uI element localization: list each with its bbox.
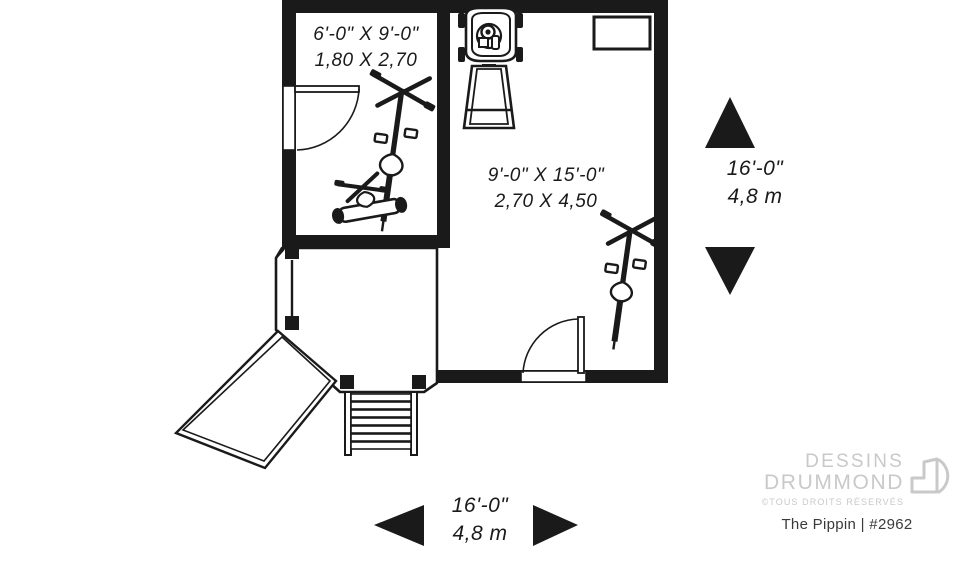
width-imperial: 16'-0"	[451, 494, 509, 517]
bicycle-upright-icon	[599, 209, 662, 350]
plan-caption: The Pippin | #2962	[781, 516, 913, 533]
height-imperial: 16'-0"	[726, 157, 784, 180]
room-b-contents	[458, 6, 662, 383]
workbench-icon	[592, 15, 652, 51]
porch-post	[285, 245, 299, 259]
height-metric: 4,8 m	[727, 185, 783, 209]
porch-post	[340, 375, 354, 389]
porch-post	[412, 375, 426, 389]
door-swing-bottom-icon	[520, 316, 587, 383]
branding-block: DESSINS DRUMMOND ©TOUS DROITS RÉSERVÉS T…	[742, 452, 952, 552]
porch-stairs-icon	[344, 391, 418, 456]
room-b-dim-metric: 2,70 X 4,50	[494, 190, 598, 212]
door-swing-left-icon	[282, 85, 360, 151]
room-a-dim-metric: 1,80 X 2,70	[314, 49, 418, 71]
brand-wordmark: DESSINS DRUMMOND ©TOUS DROITS RÉSERVÉS	[754, 452, 904, 507]
brand-line-1: DESSINS	[805, 451, 904, 472]
lawn-mower-icon	[458, 6, 523, 130]
door-logo-icon	[910, 457, 950, 494]
dimension-arrow-bottom	[374, 505, 578, 546]
room-a-dimension-label: 6'-0" X 9'-0" 1,80 X 2,70	[292, 22, 440, 73]
porch-deck	[274, 245, 439, 394]
overall-width-dimension-label: 16'-0" 4,8 m	[410, 492, 550, 549]
room-b-dim-imperial: 9'-0" X 15'-0"	[487, 165, 605, 186]
room-a-contents	[282, 69, 436, 232]
brand-logo: DESSINS DRUMMOND ©TOUS DROITS RÉSERVÉS	[742, 452, 952, 514]
dimension-arrow-right	[705, 97, 755, 295]
porch-post	[285, 316, 299, 330]
bicycle-upright-icon	[369, 69, 436, 232]
brand-rights-notice: ©TOUS DROITS RÉSERVÉS	[761, 496, 904, 507]
ramp-deck-angled	[173, 329, 338, 470]
room-b-dimension-label: 9'-0" X 15'-0" 2,70 X 4,50	[455, 163, 637, 214]
width-metric: 4,8 m	[452, 522, 508, 546]
room-a-dim-imperial: 6'-0" X 9'-0"	[313, 24, 419, 45]
overall-height-dimension-label: 16'-0" 4,8 m	[690, 155, 820, 212]
brand-line-2: DRUMMOND	[764, 470, 904, 494]
bicycle-lying-icon	[331, 171, 408, 224]
